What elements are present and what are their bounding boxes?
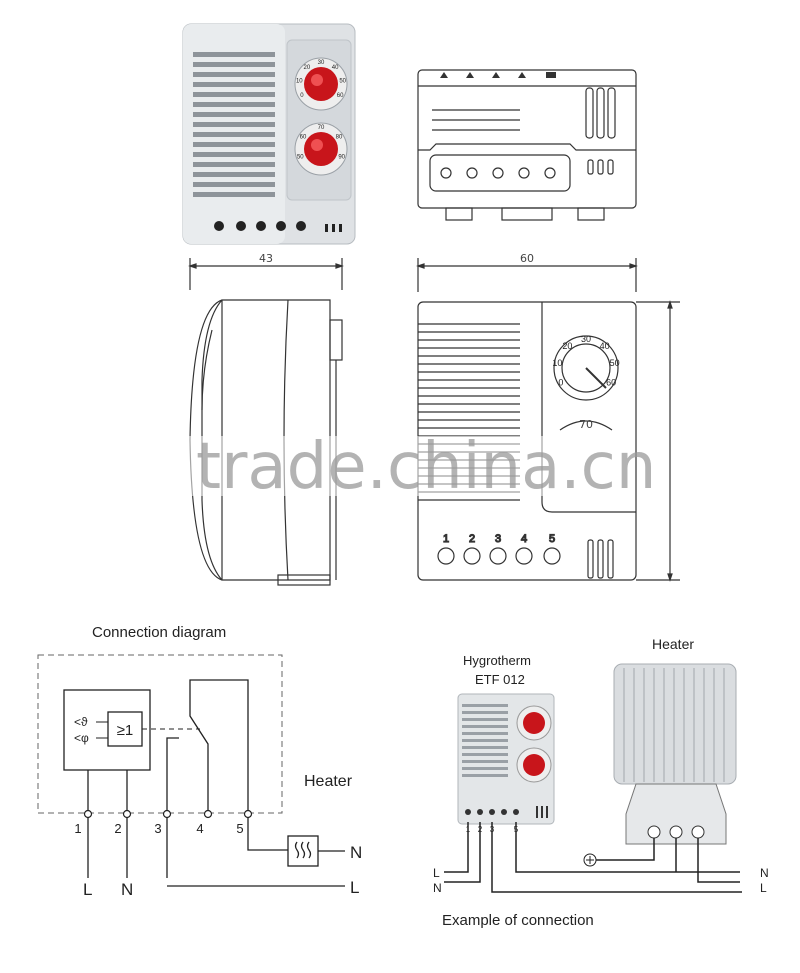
diagram-terminal-number: 2 [114, 821, 121, 836]
photo-dial-top-scale-label: 0 [300, 93, 304, 99]
ground-symbol [583, 853, 597, 867]
front-dial-scale-label: 60 [606, 378, 616, 388]
connection-example: Hygrotherm ETF 012 Heater [433, 636, 769, 929]
front-dial-scale-label: 50 [610, 358, 620, 368]
photo-dial-top-scale-label: 10 [296, 78, 303, 84]
front-terminal [489, 547, 507, 565]
example-terminal-number: 2 [478, 825, 483, 834]
watermark: trade.china.cn [186, 430, 656, 504]
example-device-name: Hygrotherm [463, 653, 531, 668]
photo-dial-bottom-scale-label: 90 [338, 155, 345, 161]
logic-or-symbol: ≥1 [117, 722, 134, 739]
example-left-L: L [433, 866, 440, 880]
front-terminal-number: 1 [443, 533, 449, 545]
product-photo: 0 10 20 30 40 50 60 50 60 70 80 90 [182, 23, 356, 245]
front-terminal-number: 3 [495, 533, 501, 545]
connection-diagram-title: Connection diagram [92, 624, 226, 641]
photo-dial-bottom-scale-label: 70 [318, 125, 325, 131]
front-dial [553, 335, 619, 401]
photo-terminals [214, 221, 342, 232]
front-terminal [543, 547, 561, 565]
example-wiring [444, 822, 742, 893]
front-dial-bottom-value: 70 [579, 418, 593, 431]
diagram-terminal-number: 4 [196, 821, 203, 836]
example-terminal-number: 3 [490, 825, 495, 834]
diagram-terminal-number: 1 [74, 821, 81, 836]
side-view-drawing: 43 [188, 252, 344, 586]
photo-dial-bottom-scale-label: 60 [300, 135, 307, 141]
connection-diagram: Connection diagram <ϑ <φ ≥1 1 2 3 4 5 [37, 624, 362, 899]
symbol-humidity: <φ [74, 731, 89, 745]
example-hygrotherm [457, 693, 555, 825]
photo-dial-bottom-scale-label: 50 [297, 155, 304, 161]
diagram-heater-label: Heater [304, 773, 353, 790]
photo-dial-top-scale-label: 20 [304, 65, 311, 71]
diagram-right-N: N [350, 843, 362, 862]
example-terminal-number: 1 [466, 825, 471, 834]
example-terminal-number: 5 [514, 825, 519, 834]
photo-dial-top-scale-label: 50 [339, 78, 346, 84]
front-terminal-number: 4 [521, 533, 527, 545]
example-heater [613, 663, 737, 845]
diagram-label-L: L [83, 880, 92, 899]
diagram-terminal-number: 5 [236, 821, 243, 836]
front-terminal [515, 547, 533, 565]
photo-dial-top-scale-label: 60 [337, 93, 344, 99]
front-terminal [463, 547, 481, 565]
front-dial-scale-label: 40 [600, 341, 610, 351]
watermark-text: trade.china.cn [196, 430, 656, 504]
symbol-temperature: <ϑ [74, 715, 88, 729]
front-dial-scale-label: 0 [558, 378, 563, 388]
front-terminal-number: 5 [549, 533, 555, 545]
top-view-drawing [417, 69, 637, 221]
example-right-L: L [760, 881, 767, 895]
photo-dial-top-scale-label: 40 [332, 65, 339, 71]
front-dial-scale-label: 10 [552, 358, 562, 368]
photo-dial-top-scale-label: 30 [318, 60, 325, 66]
example-left-N: N [433, 881, 442, 895]
photo-vent-slots [193, 52, 275, 197]
example-caption: Example of connection [442, 912, 594, 929]
diagram-right-L: L [350, 878, 359, 897]
front-dial-scale-label: 20 [562, 341, 572, 351]
diagram-terminal-number: 3 [154, 821, 161, 836]
front-terminal-number: 2 [469, 533, 475, 545]
front-terminal [437, 547, 455, 565]
photo-dial-bottom-scale-label: 80 [336, 135, 343, 141]
example-device-model: ETF 012 [475, 672, 525, 687]
example-heater-label: Heater [652, 636, 694, 652]
dimension-60-label: 60 [520, 252, 534, 265]
diagram-label-N: N [121, 880, 133, 899]
dimension-43-label: 43 [259, 252, 273, 265]
front-dial-scale-label: 30 [581, 334, 591, 344]
example-right-N: N [760, 866, 769, 880]
